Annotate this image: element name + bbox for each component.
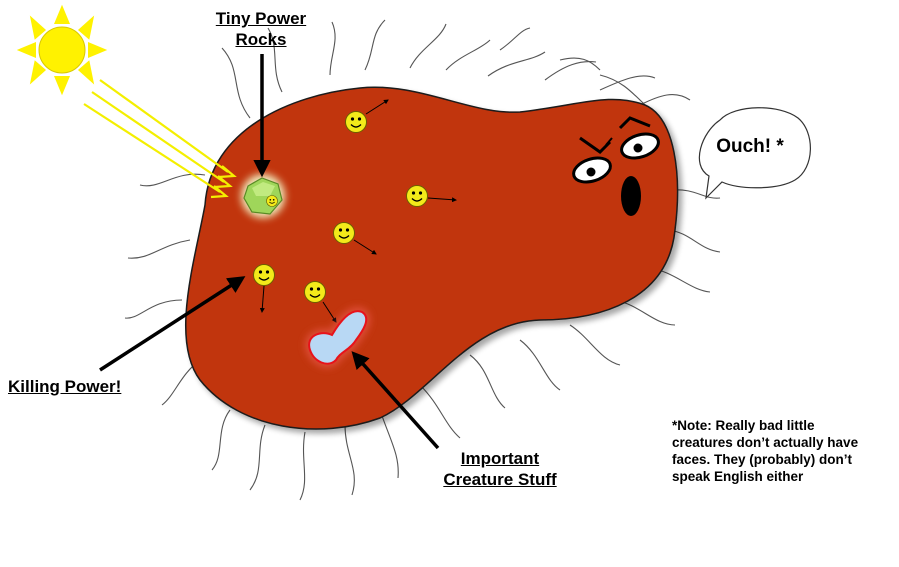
- smiley-icon: [332, 221, 377, 255]
- sun-rays: [83, 79, 237, 199]
- label-line: Killing Power!: [8, 377, 122, 396]
- label-line: Important: [460, 449, 540, 468]
- smiley-icon: [303, 280, 337, 323]
- pointer-arrows: [99, 54, 440, 450]
- label-line: Rocks: [235, 30, 287, 49]
- power-rock-icon: [241, 174, 285, 218]
- speech-bubble: [698, 107, 811, 200]
- footnote: *Note: Really bad little creatures don’t…: [672, 417, 896, 485]
- smiley-icon: [252, 263, 276, 313]
- nucleus: [305, 307, 370, 368]
- label-killing-power: Killing Power!: [8, 376, 148, 397]
- label-line: Tiny Power: [215, 9, 307, 28]
- footnote-line: speak English either: [672, 469, 804, 484]
- label-important-creature-stuff: Important Creature Stuff: [420, 448, 580, 490]
- speech-text: Ouch! *: [716, 136, 784, 157]
- flagella: [124, 19, 721, 501]
- footnote-line: creatures don’t actually have: [672, 435, 859, 450]
- creature-body: [184, 86, 679, 430]
- label-line: Creature Stuff: [443, 470, 557, 489]
- smiley-icon: [344, 99, 389, 134]
- footnote-line: *Note: Really bad little: [672, 418, 815, 433]
- footnote-line: faces. They (probably) don’t: [672, 452, 853, 467]
- smiley-icon: [405, 184, 457, 208]
- sun-icon: [16, 4, 108, 96]
- label-tiny-power-rocks: Tiny Power Rocks: [196, 8, 326, 50]
- creature-face: [572, 116, 660, 216]
